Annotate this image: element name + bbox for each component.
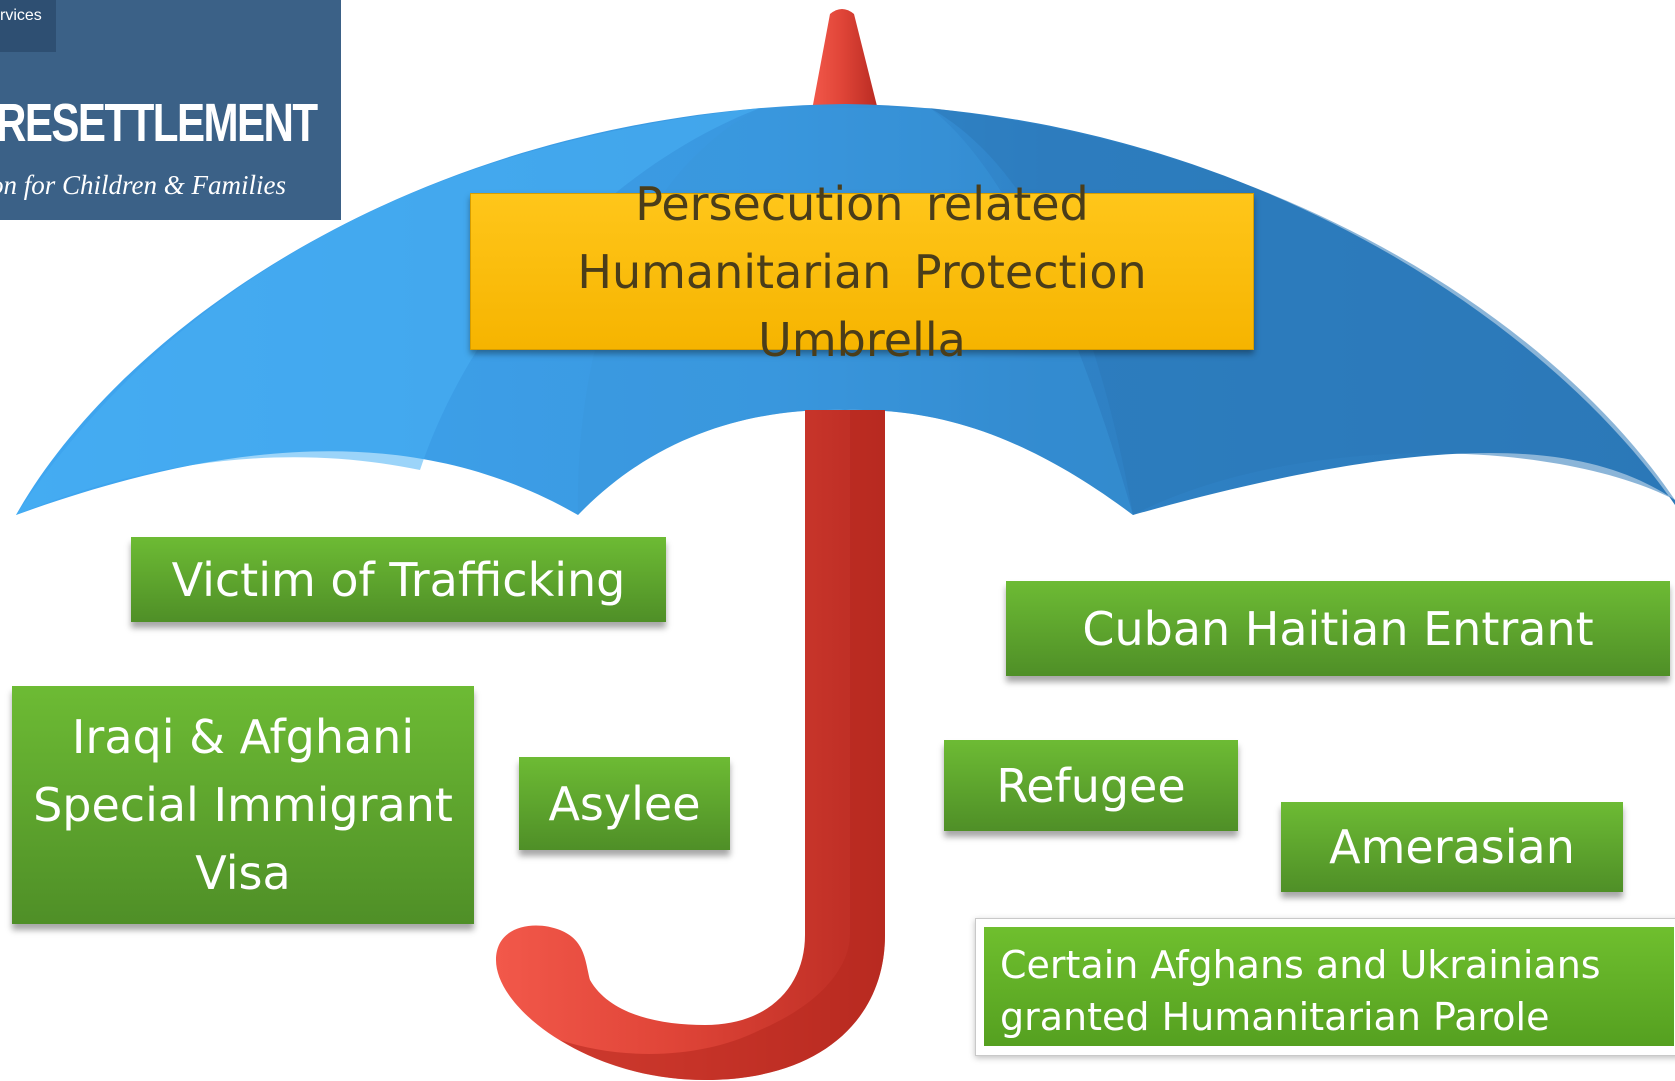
category-label: Amerasian <box>1329 820 1575 874</box>
category-label-line: granted Humanitarian Parole <box>1000 995 1550 1039</box>
category-refugee: Refugee <box>944 740 1238 831</box>
category-humanitarian-parole: Certain Afghans and Ukrainians granted H… <box>984 927 1674 1046</box>
category-label: Victim of Trafficking <box>171 552 626 607</box>
category-victim-of-trafficking: Victim of Trafficking <box>131 537 666 622</box>
acf-logo: rvices RESETTLEMENT on for Children & Fa… <box>0 0 341 220</box>
logo-sub-text: on for Children & Families <box>0 170 286 200</box>
logo-top-tab: rvices <box>0 0 56 52</box>
category-label: Cuban Haitian Entrant <box>1082 601 1594 656</box>
category-label-line: Certain Afghans and Ukrainians <box>1000 943 1601 987</box>
category-label: Refugee <box>996 758 1186 813</box>
title-line-2: Humanitarian Protection Umbrella <box>577 244 1147 367</box>
umbrella-title-box: Persecution related Humanitarian Protect… <box>470 177 1254 367</box>
category-label: Asylee <box>548 776 701 831</box>
logo-top-text: rvices <box>0 7 42 24</box>
category-label-line: Iraqi & Afghani <box>71 710 415 764</box>
umbrella-tip <box>812 9 878 110</box>
category-cuban-haitian-entrant: Cuban Haitian Entrant <box>1006 581 1670 676</box>
category-label-line: Special Immigrant <box>33 778 453 832</box>
logo-main-text: RESETTLEMENT <box>0 93 318 153</box>
category-asylee: Asylee <box>519 757 730 850</box>
category-amerasian: Amerasian <box>1281 802 1623 892</box>
umbrella-handle-shade <box>560 410 885 1080</box>
title-line-1: Persecution related <box>635 176 1089 231</box>
umbrella-handle <box>496 410 885 1080</box>
category-label-line: Visa <box>195 846 291 900</box>
category-iraqi-afghani-siv: Iraqi & Afghani Special Immigrant Visa <box>12 686 474 924</box>
